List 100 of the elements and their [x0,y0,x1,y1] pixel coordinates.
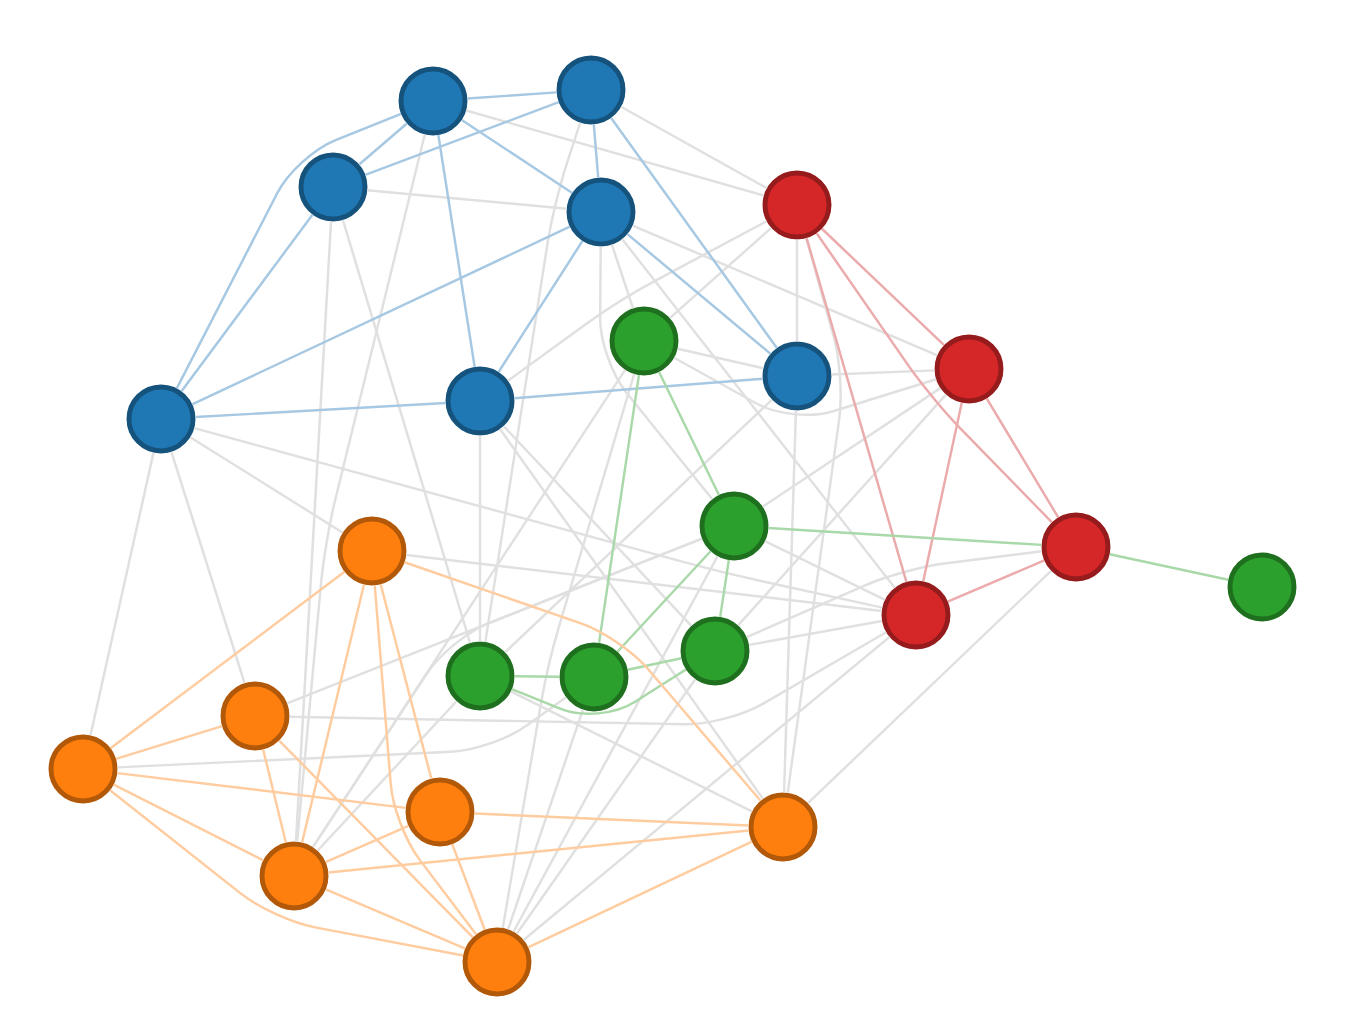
edge-line [821,227,945,347]
edge-line [592,124,600,178]
edge-line [311,369,627,848]
graph-node [220,681,290,751]
edge-line [677,347,764,370]
graph-node [259,841,329,911]
edge-line [328,829,749,874]
edge-line [514,377,763,400]
edge-line [748,619,883,647]
edge-line [358,122,408,166]
edge-line [193,426,883,609]
edge-line [300,584,366,843]
edge-line [782,410,798,793]
edge-line [261,749,288,843]
graph-node [680,616,750,686]
edge-line [364,100,560,177]
edge-line [465,109,765,197]
edge-line [510,690,753,813]
edge-line [515,678,697,935]
edge-line [522,636,891,941]
edge-line [610,117,778,349]
edge-line [89,452,155,736]
edge-line [514,675,560,678]
edge-line [451,843,486,931]
edge-line [191,225,571,406]
edge-line [325,888,466,950]
edge-line [502,425,693,627]
edge-line [404,561,762,802]
graph-node [699,491,769,561]
graph-node [559,642,629,712]
edge-line [627,657,682,671]
edge-line [626,233,772,355]
edge-line [498,428,765,800]
edge-line [616,550,712,653]
edge-line [673,356,937,416]
edge-line [195,401,446,419]
edge-line [506,709,585,930]
edge-line [746,550,1042,639]
edge-line [507,220,768,382]
edge-line [474,812,749,827]
edge-line [807,569,1052,805]
edge-line [947,559,1045,603]
edge-line [113,783,264,862]
edge-line [278,739,474,939]
edge-line [117,771,406,810]
graph-node [298,152,368,222]
edge-line [805,237,908,583]
edge-line [597,374,641,644]
graph-node [566,177,636,247]
edge-line [109,570,346,750]
graph-node [556,55,626,125]
edge-line [761,387,942,508]
edge-line [621,238,896,589]
edge-line [501,373,636,929]
edge-line [768,526,1042,547]
edge-line [484,122,582,643]
edge-line [379,584,433,779]
edge-line [461,118,573,194]
graph-node [445,641,515,711]
edge-line [289,631,887,726]
edge-line [985,397,1060,519]
edge-line [815,232,1053,524]
edge-line [922,402,963,582]
graph-node [762,341,832,411]
graph-node [462,927,532,997]
edge-line [1109,553,1229,581]
edge-line [325,824,409,864]
edge-line [831,369,935,376]
graph-node [398,66,468,136]
graph-node [762,170,832,240]
edge-line [373,585,478,936]
edge-line [109,789,464,957]
edge-line [632,224,938,357]
edge-line [718,559,731,618]
edge-line [175,112,402,389]
edge-line [189,436,344,534]
edge-line [170,451,246,684]
edge-line [668,226,773,320]
graph-node [48,734,118,804]
edge-line [620,105,768,190]
edge-line [764,540,886,601]
graph-node [748,792,818,862]
edge-line [295,134,426,842]
graph-node [881,580,951,650]
edge-line [467,91,557,100]
edge-line [512,555,719,933]
edge-line [610,244,635,309]
edge-line [316,700,458,852]
graph-node [609,306,679,376]
graph-node [445,366,515,436]
edge-line [511,668,687,715]
graph-node [934,334,1004,404]
edge-line [367,188,567,210]
edge-line [598,246,714,500]
edge-line [737,393,947,627]
edge-line [115,724,223,760]
edge-line [294,221,333,842]
graph-node [126,384,196,454]
edge-line [117,696,567,769]
edge-line [504,398,773,654]
